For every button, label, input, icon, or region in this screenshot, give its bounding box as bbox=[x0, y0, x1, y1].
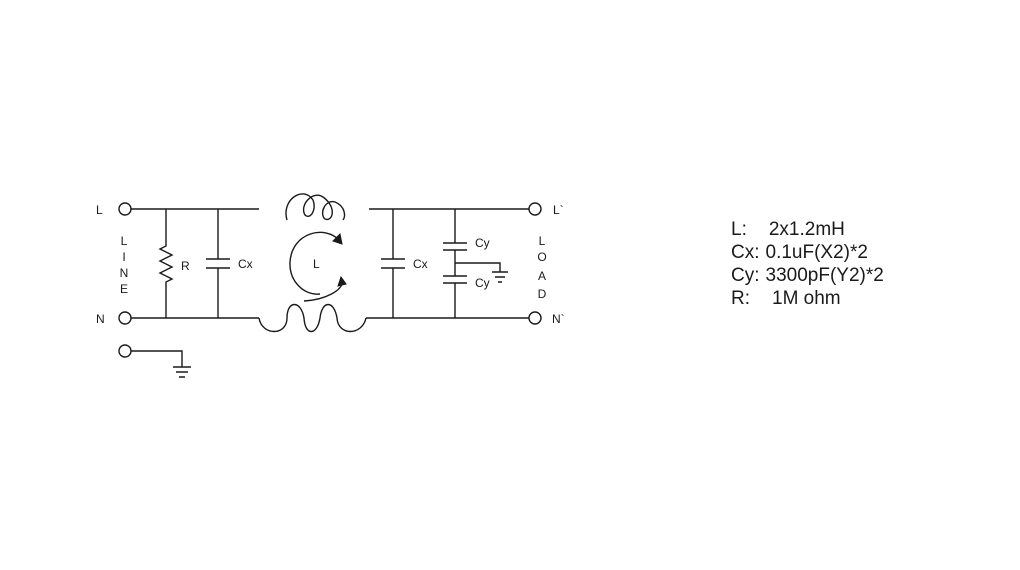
terminal-load-n bbox=[528, 311, 542, 325]
terminal-label-load-l: L` bbox=[553, 203, 564, 217]
resistor-r bbox=[158, 209, 174, 318]
resistor-label: R bbox=[181, 259, 190, 273]
choke-bottom-winding-icon bbox=[258, 303, 367, 333]
ground-terminal bbox=[118, 344, 183, 367]
load-letter-2: O bbox=[537, 250, 546, 264]
spec-row-cx: Cx: 0.1uF(X2)*2 bbox=[731, 241, 884, 264]
spec-value: 0.1uF(X2)*2 bbox=[765, 242, 868, 263]
spec-row-resistor: R: 1M ohm bbox=[731, 287, 884, 310]
flux-arrow-icon bbox=[289, 231, 347, 302]
cx-output-label: Cx bbox=[413, 257, 428, 271]
cy-ground-icon bbox=[492, 271, 508, 283]
terminal-label-line-n: N bbox=[96, 312, 105, 326]
load-letter-3: A bbox=[538, 269, 546, 283]
inductor-label: L bbox=[313, 257, 320, 271]
spec-value: 3300pF(Y2)*2 bbox=[765, 265, 884, 286]
cy-upper-label: Cy bbox=[475, 236, 490, 250]
load-group-label: L O A D bbox=[537, 234, 546, 301]
spec-key: R: bbox=[731, 288, 750, 309]
terminal-line-l bbox=[118, 202, 132, 216]
spec-key: Cx: bbox=[731, 242, 760, 263]
terminal-label-line-l: L bbox=[96, 203, 103, 217]
cx-input-label: Cx bbox=[238, 257, 253, 271]
line-letter-2: I bbox=[122, 250, 125, 264]
terminal-label-load-n: N` bbox=[552, 312, 565, 326]
cy-lower-label: Cy bbox=[475, 276, 490, 290]
line-group-label: L I N E bbox=[120, 234, 129, 296]
line-letter-1: L bbox=[121, 234, 128, 248]
line-letter-4: E bbox=[120, 282, 128, 296]
line-letter-3: N bbox=[120, 266, 129, 280]
choke-top-winding-icon bbox=[285, 193, 346, 221]
spec-row-cy: Cy: 3300pF(Y2)*2 bbox=[731, 264, 884, 287]
capacitor-cx-input bbox=[206, 209, 230, 318]
load-letter-4: D bbox=[538, 287, 547, 301]
capacitor-cx-output bbox=[381, 209, 405, 318]
load-letter-1: L bbox=[539, 234, 546, 248]
spec-key: L: bbox=[731, 219, 747, 240]
spec-value: 1M ohm bbox=[772, 288, 841, 309]
terminal-load-l bbox=[528, 202, 542, 216]
ground-symbol-icon bbox=[173, 366, 191, 378]
component-spec-list: L: 2x1.2mH Cx: 0.1uF(X2)*2 Cy: 3300pF(Y2… bbox=[731, 218, 884, 310]
spec-value: 2x1.2mH bbox=[768, 219, 845, 240]
spec-key: Cy: bbox=[731, 265, 760, 286]
spec-row-inductance: L: 2x1.2mH bbox=[731, 218, 884, 241]
terminal-line-n bbox=[118, 311, 132, 325]
capacitor-cy-pair bbox=[443, 209, 501, 318]
